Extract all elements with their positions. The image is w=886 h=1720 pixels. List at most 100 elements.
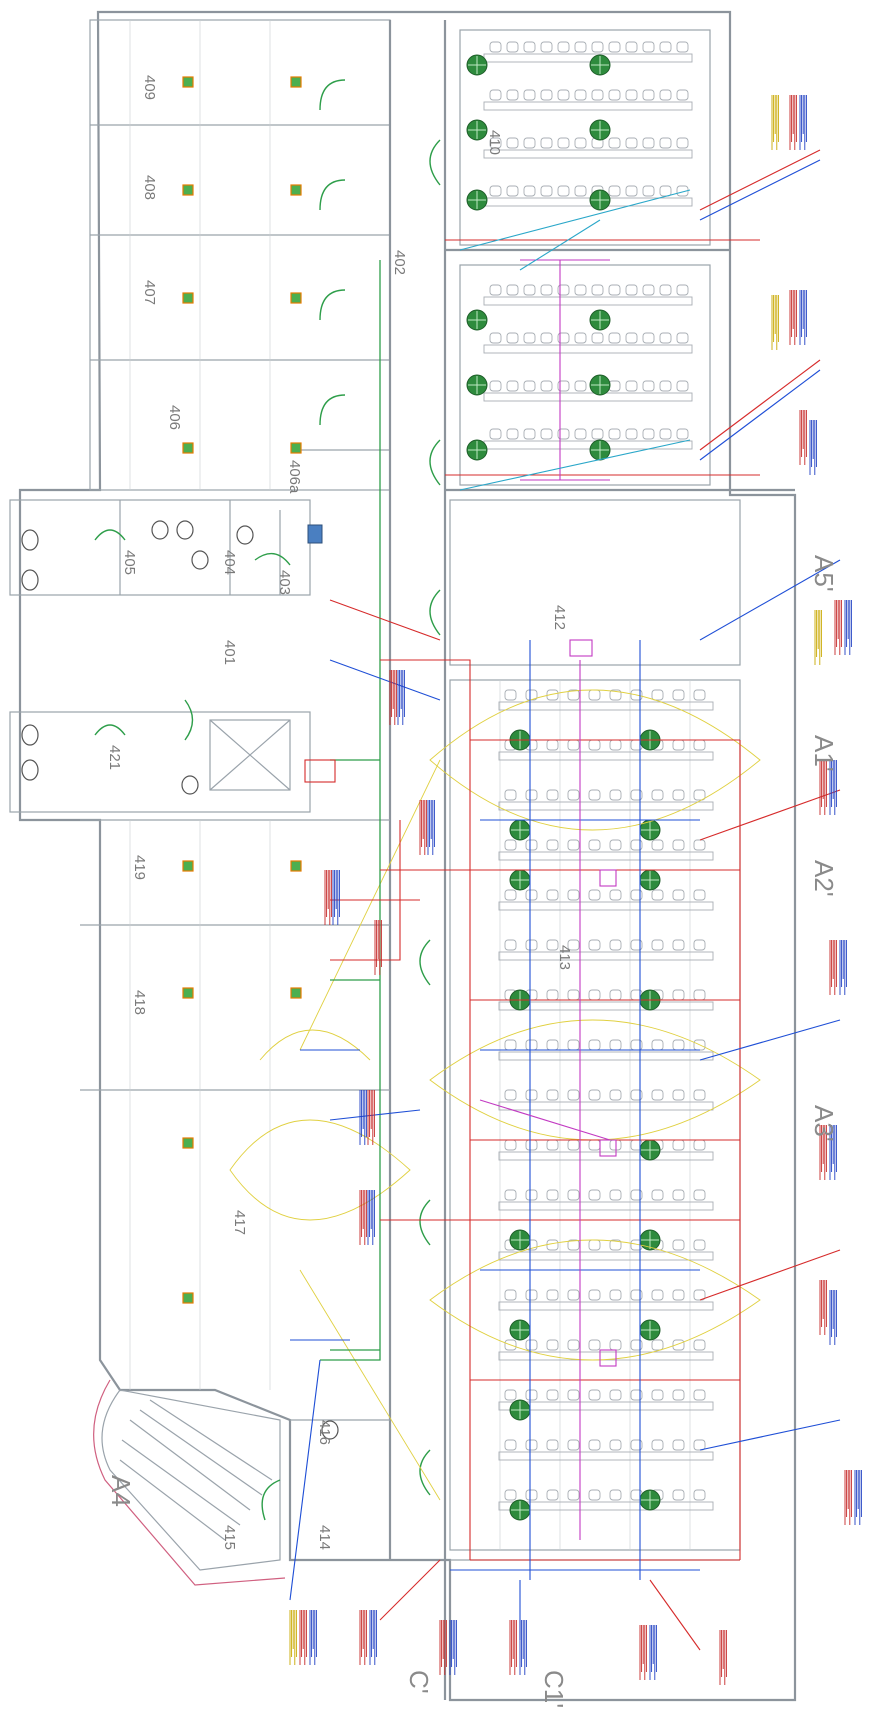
seat [546, 939, 559, 951]
desk-row [483, 440, 693, 450]
seat [546, 1439, 559, 1451]
seat [567, 1489, 580, 1501]
annotation-block [427, 800, 435, 855]
seat [588, 939, 601, 951]
seat [630, 1289, 643, 1301]
ceiling-unit-icon [182, 987, 194, 999]
seat [651, 789, 664, 801]
seat [630, 889, 643, 901]
desk-row [498, 751, 714, 761]
seat [546, 889, 559, 901]
seat [642, 332, 655, 344]
seat [525, 839, 538, 851]
seat [588, 789, 601, 801]
seat [506, 284, 519, 296]
seat [567, 1189, 580, 1201]
ceiling-unit-icon [182, 860, 194, 872]
ceiling-unit-icon [182, 1137, 194, 1149]
seat [651, 939, 664, 951]
ceiling-unit-icon [182, 1292, 194, 1304]
seat [567, 1339, 580, 1351]
seat [540, 185, 553, 197]
seat [672, 839, 685, 851]
seat [642, 185, 655, 197]
seat [608, 332, 621, 344]
seat [609, 1039, 622, 1051]
seat [546, 1339, 559, 1351]
seat [574, 284, 587, 296]
seat [588, 1139, 601, 1151]
room-label: 414 [316, 1525, 333, 1550]
seat [540, 137, 553, 149]
room-label: 406a [286, 460, 303, 494]
seat [609, 1239, 622, 1251]
annotation-block [324, 870, 332, 925]
seat [651, 1439, 664, 1451]
seat [588, 839, 601, 851]
annotation-block [789, 290, 797, 345]
room-label: 419 [131, 855, 148, 880]
seat [546, 989, 559, 1001]
annotation-block [509, 1620, 517, 1675]
seat [504, 1489, 517, 1501]
seat [489, 380, 502, 392]
annotation-block [309, 1610, 317, 1665]
desk-row [498, 1001, 714, 1011]
seat [630, 939, 643, 951]
seat [588, 1339, 601, 1351]
seat [557, 137, 570, 149]
seat [625, 284, 638, 296]
desk-row [498, 801, 714, 811]
seat [574, 185, 587, 197]
seat [659, 284, 672, 296]
seat [588, 1039, 601, 1051]
seat [630, 1439, 643, 1451]
seat [525, 889, 538, 901]
room-label: 408 [141, 175, 158, 200]
seat [525, 1289, 538, 1301]
seat [525, 789, 538, 801]
annotation-block [799, 95, 807, 150]
seat [651, 889, 664, 901]
seat [574, 89, 587, 101]
seat [693, 1339, 706, 1351]
seat [693, 1089, 706, 1101]
seat [546, 1389, 559, 1401]
seat [523, 185, 536, 197]
seat [546, 1189, 559, 1201]
seat [557, 185, 570, 197]
seat [693, 689, 706, 701]
seat [506, 185, 519, 197]
seat [588, 1389, 601, 1401]
desk-row [483, 101, 693, 111]
staircase [93, 1379, 286, 1586]
seat [540, 428, 553, 440]
seat [609, 739, 622, 751]
seat [506, 380, 519, 392]
seat [651, 1089, 664, 1101]
seat [588, 739, 601, 751]
seat [567, 1139, 580, 1151]
seat [588, 989, 601, 1001]
seat [693, 889, 706, 901]
annotation-notes [289, 95, 862, 1685]
annotation-block [839, 940, 847, 995]
seat [630, 689, 643, 701]
annotation-block [367, 1090, 375, 1145]
seat [608, 185, 621, 197]
seat [523, 89, 536, 101]
room-label: 407 [141, 280, 158, 305]
seat [567, 1239, 580, 1251]
seat [525, 1089, 538, 1101]
seat [642, 137, 655, 149]
seat [672, 1039, 685, 1051]
seat [567, 1089, 580, 1101]
seat [504, 839, 517, 851]
seat [540, 380, 553, 392]
seat [557, 41, 570, 53]
seat [672, 1489, 685, 1501]
room-label: 410 [486, 130, 503, 155]
annotation-block [799, 410, 807, 465]
seat [625, 41, 638, 53]
seat [625, 137, 638, 149]
